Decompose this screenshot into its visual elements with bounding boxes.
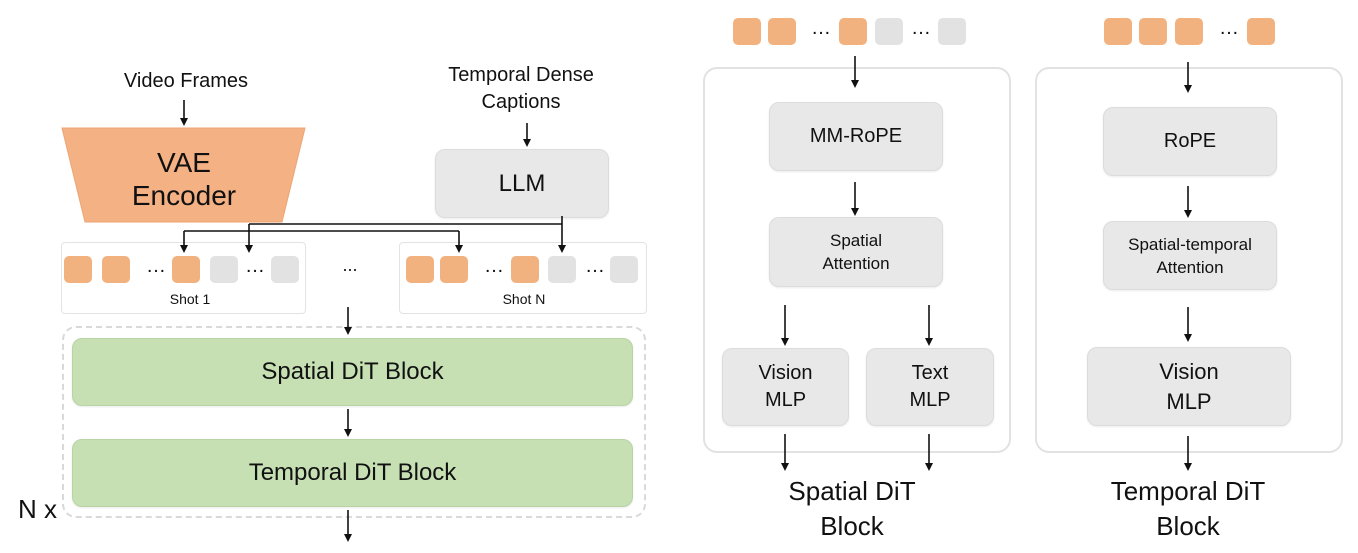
llm-label: LLM: [498, 169, 546, 197]
spatial-top-token-1: [733, 18, 761, 45]
text-mlp-line-2: MLP: [909, 389, 951, 411]
spatial-top-token-3: [839, 18, 867, 45]
spatial-attention-line-2: Attention: [822, 254, 890, 273]
n-x-label: N x: [18, 494, 57, 524]
shot-n-token-2: [440, 256, 468, 283]
shot-1-token-3: [172, 256, 200, 283]
temporal-top-ellipsis: …: [1219, 17, 1240, 39]
vae-encoder-line-2: Encoder: [131, 180, 237, 211]
shot-n-ellipsis-1: …: [484, 255, 505, 277]
spatial-dit-caption: Spatial DiT Block: [752, 474, 952, 544]
spatial-vision-mlp-box: Vision MLP: [722, 348, 849, 426]
spatial-top-token-5: [938, 18, 966, 45]
spatial-top-token-4: [875, 18, 903, 45]
between-shots-ellipsis: ...: [342, 255, 358, 275]
temporal-top-token-2: [1139, 18, 1167, 45]
shot-1-ellipsis-2: …: [245, 255, 266, 277]
temporal-dense-captions-line-2: Captions: [481, 91, 561, 113]
shot-n-label: Shot N: [502, 291, 546, 307]
shot-1-label: Shot 1: [169, 291, 211, 307]
shot-1-token-1: [64, 256, 92, 283]
temporal-vision-mlp-line-1: Vision: [1159, 358, 1219, 384]
spatial-vision-mlp-line-1: Vision: [758, 362, 813, 384]
shot-1-token-5: [271, 256, 299, 283]
temporal-vision-mlp-line-2: MLP: [1166, 388, 1212, 414]
shot-n-token-1: [406, 256, 434, 283]
spatial-temporal-attention-line-1: Spatial-temporal: [1128, 234, 1252, 254]
temporal-dit-block-label: Temporal DiT Block: [248, 459, 457, 486]
temporal-dit-caption-line-1: Temporal DiT: [1110, 476, 1266, 506]
temporal-dense-captions-line-1: Temporal Dense: [448, 64, 594, 86]
temporal-top-token-3: [1175, 18, 1203, 45]
shot-n-ellipsis-2: …: [585, 255, 606, 277]
shot-1-token-2: [102, 256, 130, 283]
shot-n-token-3: [511, 256, 539, 283]
vae-encoder-label: VAE Encoder: [104, 146, 264, 212]
spatial-dit-block-box: Spatial DiT Block: [72, 338, 633, 406]
spatial-temporal-attention-box: Spatial-temporal Attention: [1103, 221, 1277, 290]
rope-label: RoPE: [1163, 130, 1217, 152]
temporal-top-token-4: [1247, 18, 1275, 45]
vae-encoder-line-1: VAE: [157, 147, 211, 178]
shot-1-token-4: [210, 256, 238, 283]
spatial-temporal-attention-line-2: Attention: [1156, 257, 1224, 277]
spatial-attention-line-1: Spatial: [830, 231, 882, 250]
shot-n-token-5: [610, 256, 638, 283]
shot-n-token-4: [548, 256, 576, 283]
text-mlp-line-1: Text: [911, 362, 949, 384]
spatial-top-ellipsis-2: …: [911, 17, 932, 39]
shot-1-container: [61, 242, 306, 314]
temporal-dit-caption: Temporal DiT Block: [1088, 474, 1288, 544]
n-x-dashed-region: [62, 326, 646, 518]
rope-box: RoPE: [1103, 107, 1277, 176]
spatial-top-ellipsis-1: …: [811, 17, 832, 39]
mm-rope-box: MM-RoPE: [769, 102, 943, 171]
spatial-dit-caption-line-2: Block: [820, 511, 884, 541]
temporal-dense-captions-label: Temporal Dense Captions: [421, 62, 621, 116]
spatial-dit-caption-line-1: Spatial DiT: [788, 476, 916, 506]
temporal-dit-block-box: Temporal DiT Block: [72, 439, 633, 507]
spatial-vision-mlp-line-2: MLP: [764, 389, 807, 411]
temporal-top-token-1: [1104, 18, 1132, 45]
shot-1-ellipsis-1: …: [146, 255, 167, 277]
spatial-attention-box: Spatial Attention: [769, 217, 943, 287]
spatial-top-token-2: [768, 18, 796, 45]
video-frames-label: Video Frames: [123, 70, 249, 92]
llm-box: LLM: [435, 149, 609, 218]
mm-rope-label: MM-RoPE: [809, 125, 903, 147]
spatial-dit-block-label: Spatial DiT Block: [261, 358, 444, 385]
temporal-dit-caption-line-2: Block: [1156, 511, 1220, 541]
text-mlp-box: Text MLP: [866, 348, 994, 426]
temporal-vision-mlp-box: Vision MLP: [1087, 347, 1291, 426]
